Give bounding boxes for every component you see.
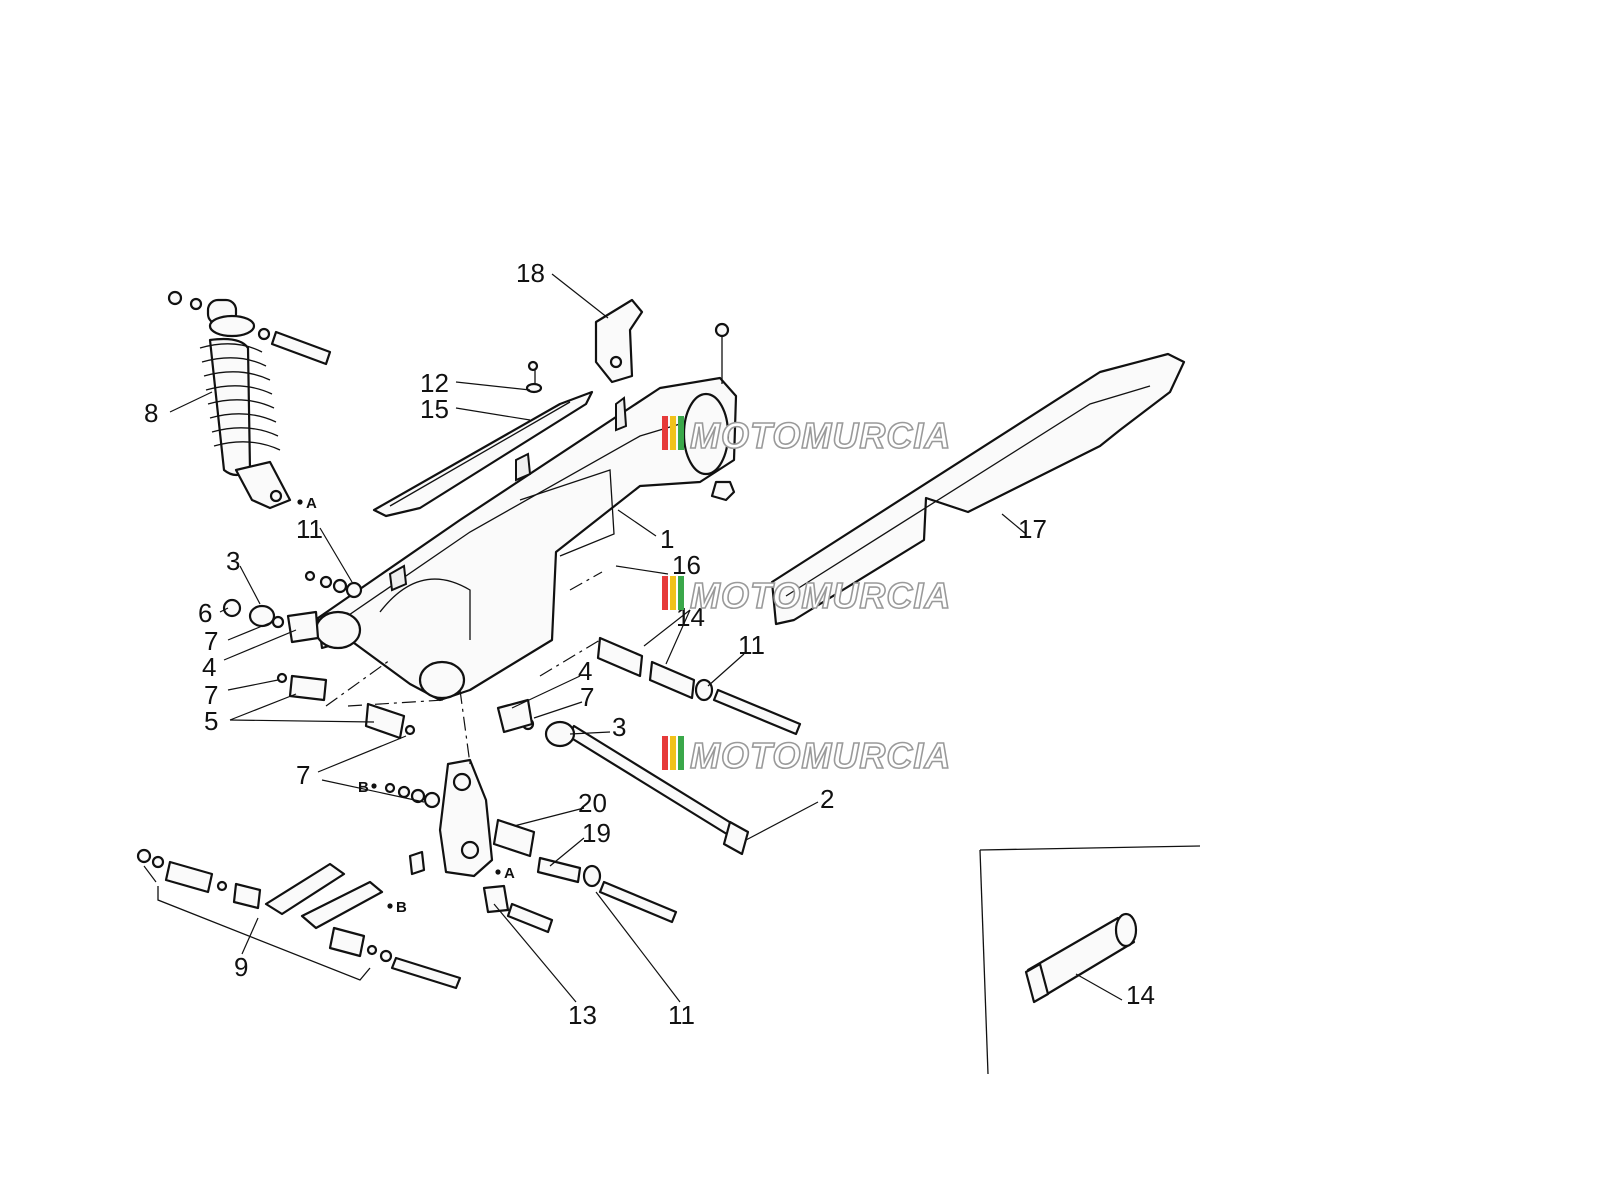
ref-b-link: B [396,899,407,916]
reference-letters: A A B B [306,495,515,916]
pivot-bolt [496,636,802,856]
callout-3-right: 3 [612,712,626,742]
chain-cover [770,352,1186,626]
callout-8: 8 [144,398,158,428]
leader-lines [143,273,1123,1003]
watermark-stripe [678,576,684,610]
suspension-rocker [384,758,678,934]
watermark-text: MOTOMURCIA [690,415,951,456]
ref-a-rocker: A [504,865,515,882]
watermark-stripe [662,736,668,770]
watermark-stripe [662,416,668,450]
callout-4-left: 4 [202,652,216,682]
callout-7-c: 7 [296,760,310,790]
watermark-stripe [670,576,676,610]
callout-1: 1 [660,524,674,554]
callout-3-left: 3 [226,546,240,576]
tie-rods [136,848,462,990]
ref-b-rocker: B [358,779,369,796]
callout-9: 9 [234,952,248,982]
callout-7-d: 7 [580,682,594,712]
chain-slider [372,360,594,518]
callout-15: 15 [420,394,449,424]
watermark-text: MOTOMURCIA [690,575,951,616]
watermark-text: MOTOMURCIA [690,735,951,776]
callout-17: 17 [1018,514,1047,544]
callout-11-upper: 11 [296,514,323,544]
callout-18: 18 [516,258,545,288]
watermark-bottom: MOTOMURCIA [662,734,951,777]
watermark-stripe [662,576,668,610]
callout-14-inset: 14 [1126,980,1155,1010]
callout-11-lower: 11 [668,1000,695,1030]
swingarm [314,322,738,702]
callout-13: 13 [568,1000,597,1030]
watermark-top: MOTOMURCIA [662,414,951,457]
left-bushings [222,570,416,740]
callout-labels: 18 12 15 8 11 3 6 7 4 7 5 7 1 16 14 11 4… [144,258,1155,1030]
callout-7-b: 7 [204,680,218,710]
callout-16: 16 [672,550,701,580]
callout-11-right: 11 [738,630,765,660]
callout-19: 19 [582,818,611,848]
alignment-lines [325,571,603,765]
inset-box [979,845,1201,1075]
watermark-middle: MOTOMURCIA [662,574,951,617]
watermark-stripe [678,736,684,770]
shock-absorber [167,290,332,510]
callout-12: 12 [420,368,449,398]
watermark-stripe [678,416,684,450]
watermark-stripe [670,416,676,450]
mudguard-bracket [594,298,644,384]
callout-2: 2 [820,784,834,814]
reference-dots [297,499,501,909]
callout-7-a: 7 [204,626,218,656]
callout-4-right: 4 [578,656,592,686]
callout-5: 5 [204,706,218,736]
ref-a-shock: A [306,495,317,512]
callout-20: 20 [578,788,607,818]
watermark-stripe [670,736,676,770]
callout-6: 6 [198,598,212,628]
special-tool [1024,912,1138,1004]
